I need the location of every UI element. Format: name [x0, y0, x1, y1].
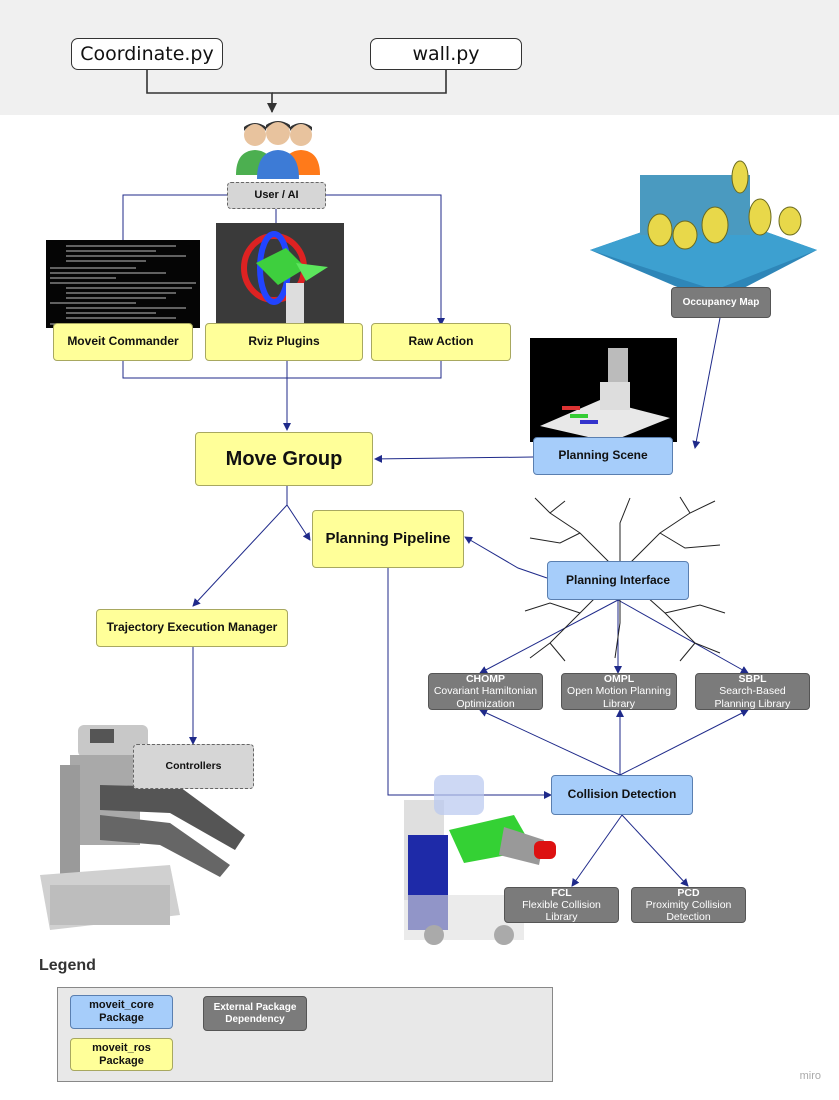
planning-scene-label: Planning Scene [558, 448, 648, 463]
user-ai-node[interactable]: User / AI [227, 182, 326, 209]
edge-collision-to-sbpl [619, 709, 749, 776]
legend-core-line2: Package [99, 1012, 144, 1024]
occupancy-map-label: Occupancy Map [682, 296, 760, 308]
fcl-line2: Library [545, 911, 578, 924]
wall-file-label: wall.py [412, 43, 480, 65]
edge-commander-to-movegroup [122, 361, 291, 431]
fcl-title: FCL [551, 886, 572, 899]
raw-action-label: Raw Action [408, 334, 474, 349]
coordinate-file[interactable]: Coordinate.py [71, 38, 223, 70]
move-group-label: Move Group [225, 447, 343, 470]
edge-user-to-raw [326, 194, 445, 326]
planning-interface-label: Planning Interface [565, 572, 671, 587]
edge-raw-to-movegroup [287, 361, 442, 379]
raw-action-node[interactable]: Raw Action [371, 323, 511, 361]
chomp-title: CHOMP [465, 673, 506, 686]
user-ai-label: User / AI [254, 189, 299, 202]
legend-ros-line1: moveit_ros [92, 1041, 151, 1054]
edge-collision-to-fcl [571, 814, 623, 887]
planning-interface-node[interactable]: Planning Interface [547, 561, 689, 600]
pcd-line1: Proximity Collision [645, 898, 732, 911]
ompl-title: OMPL [603, 673, 635, 686]
planning-pipeline-node[interactable]: Planning Pipeline [312, 510, 464, 568]
planning-scene-image [530, 338, 677, 442]
edge-scene-to-movegroup [374, 454, 534, 463]
edge-interface-to-sbpl [617, 599, 749, 674]
chomp-node[interactable]: CHOMP Covariant Hamiltonian Optimization [428, 673, 543, 710]
sbpl-node[interactable]: SBPL Search-Based Planning Library [695, 673, 810, 710]
ompl-line1: Open Motion Planning [567, 685, 671, 698]
move-group-node[interactable]: Move Group [195, 432, 373, 486]
fcl-line1: Flexible Collision [522, 898, 601, 911]
chomp-line2: Optimization [456, 697, 515, 710]
ompl-node[interactable]: OMPL Open Motion Planning Library [561, 673, 677, 710]
rviz-plugins-label: Rviz Plugins [248, 334, 320, 349]
pr2-robot-image [40, 725, 245, 930]
miro-watermark: miro [799, 1070, 821, 1082]
legend-core-item: moveit_core Package [70, 995, 173, 1029]
collision-detection-node[interactable]: Collision Detection [551, 775, 693, 815]
legend-external-line1: External Package [213, 1002, 297, 1013]
sbpl-line2: Planning Library [714, 697, 791, 710]
edge-interface-to-pipeline [464, 536, 548, 579]
controllers-label: Controllers [165, 760, 222, 773]
occupancy-map-node[interactable]: Occupancy Map [671, 287, 771, 318]
edge-occupancy-to-scene [692, 317, 721, 449]
legend-external-item: External Package Dependency [203, 996, 307, 1031]
edge-coordinate-to-user [146, 70, 277, 113]
ompl-line2: Library [602, 697, 636, 710]
legend-ros-item: moveit_ros Package [70, 1038, 173, 1071]
pcd-line2: Detection [666, 911, 711, 924]
rviz-screenshot [216, 223, 344, 326]
trajectory-execution-manager-node[interactable]: Trajectory Execution Manager [96, 609, 288, 647]
edge-collision-to-pcd [621, 814, 689, 887]
edge-movegroup-to-tem [192, 504, 288, 607]
users-icon [236, 121, 320, 179]
sbpl-title: SBPL [738, 673, 767, 686]
occupancy-map-image [585, 155, 820, 305]
moveit-commander-label: Moveit Commander [67, 334, 179, 349]
edge-movegroup-to-pipeline [286, 486, 311, 541]
rviz-plugins-node[interactable]: Rviz Plugins [205, 323, 363, 361]
terminal-screenshot [46, 240, 200, 328]
fcl-node[interactable]: FCL Flexible Collision Library [504, 887, 619, 923]
edge-wall-to-user [272, 70, 447, 94]
sbpl-line1: Search-Based [719, 685, 786, 698]
legend-title: Legend [39, 957, 96, 974]
controllers-node[interactable]: Controllers [133, 744, 254, 789]
planning-pipeline-label: Planning Pipeline [325, 530, 451, 548]
edge-pipeline-to-collision [387, 568, 552, 799]
legend-ros-line2: Package [99, 1054, 144, 1067]
legend-external-line2: Dependency [225, 1013, 285, 1025]
planning-scene-node[interactable]: Planning Scene [533, 437, 673, 475]
legend-core-line1: moveit_core [89, 999, 154, 1012]
pcd-title: PCD [677, 886, 700, 899]
edge-interface-to-chomp [479, 599, 619, 674]
pcd-node[interactable]: PCD Proximity Collision Detection [631, 887, 746, 923]
coordinate-file-label: Coordinate.py [80, 43, 214, 65]
trajectory-execution-manager-label: Trajectory Execution Manager [106, 620, 278, 635]
wall-file[interactable]: wall.py [370, 38, 522, 70]
edge-collision-to-chomp [479, 709, 621, 776]
moveit-commander-node[interactable]: Moveit Commander [53, 323, 193, 361]
chomp-line1: Covariant Hamiltonian [433, 685, 538, 698]
collision-detection-label: Collision Detection [567, 787, 677, 802]
